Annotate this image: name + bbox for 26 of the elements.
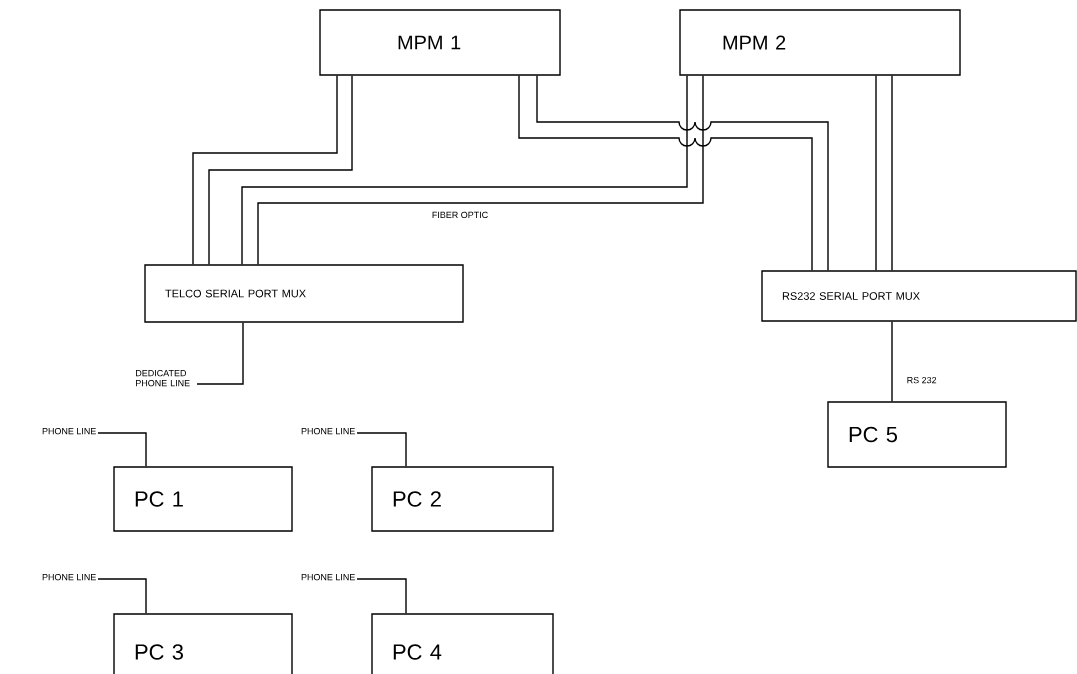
mux-box: TELCO SERIAL PORT MUX	[144, 264, 464, 323]
line-label: PHONE LINE	[301, 573, 355, 581]
device-box: PC 3	[113, 613, 293, 674]
cable	[356, 432, 407, 467]
cable	[891, 75, 893, 271]
cable	[208, 75, 353, 265]
device-box: PC 2	[371, 466, 554, 532]
cable	[875, 75, 877, 271]
edge-label: RS 232	[905, 375, 938, 385]
edge-label: FIBER OPTIC	[430, 210, 490, 220]
module-box: MPM 2	[679, 9, 961, 76]
device-box: PC 4	[371, 613, 554, 674]
cable	[356, 578, 407, 614]
cable	[97, 432, 147, 467]
cable	[196, 322, 244, 385]
device-box: PC 1	[113, 466, 293, 532]
cable	[891, 321, 893, 402]
mux-box: RS232 SERIAL PORT MUX	[761, 270, 1077, 322]
module-box: MPM 1	[319, 9, 561, 76]
line-label: DEDICATED PHONE LINE	[136, 370, 190, 387]
cable	[192, 75, 338, 265]
line-label: PHONE LINE	[42, 427, 96, 435]
line-label: PHONE LINE	[42, 573, 96, 581]
cable	[97, 578, 147, 614]
line-label: PHONE LINE	[301, 427, 355, 435]
device-box: PC 5	[827, 401, 1007, 468]
